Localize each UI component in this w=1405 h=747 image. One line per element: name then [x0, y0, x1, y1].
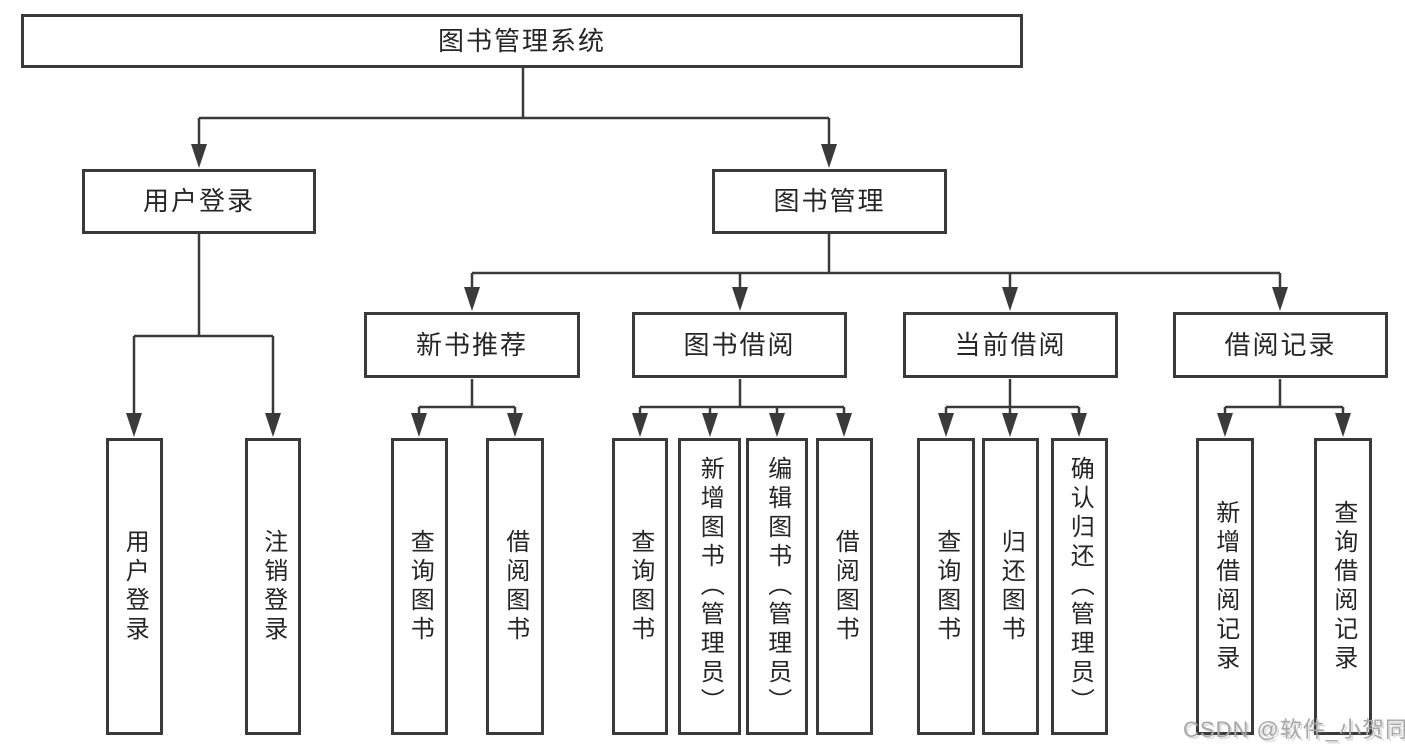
leaf-label: 查询借阅记录: [1329, 499, 1357, 674]
leaf-label: 编辑图书（管理员）: [763, 456, 791, 717]
leaf-query-books-current: 查询图书: [917, 438, 975, 735]
leaf-logout: 注销登录: [245, 438, 301, 735]
leaf-label: 借阅图书: [831, 528, 859, 645]
node-root-system: 图书管理系统: [21, 14, 1023, 68]
node-book-management: 图书管理: [712, 169, 947, 234]
leaf-edit-book-admin: 编辑图书（管理员）: [746, 438, 808, 735]
leaf-label: 查询图书: [626, 528, 654, 645]
leaf-label: 新增借阅记录: [1211, 499, 1239, 674]
arrowheads: [126, 144, 1351, 437]
leaf-add-borrow-record: 新增借阅记录: [1196, 438, 1254, 735]
node-borrow-records: 借阅记录: [1173, 312, 1388, 378]
node-current-borrow: 当前借阅: [903, 312, 1118, 378]
leaf-label: 确认归还（管理员）: [1066, 456, 1094, 717]
leaf-query-books-recommend: 查询图书: [391, 438, 448, 735]
node-user-login: 用户登录: [82, 169, 316, 234]
node-new-book-recommend: 新书推荐: [364, 312, 580, 378]
csdn-watermark: CSDN @软件_小贺同学: [1183, 717, 1405, 742]
leaf-query-books-borrow: 查询图书: [612, 438, 668, 735]
leaf-label: 借阅图书: [501, 528, 529, 645]
leaf-label: 归还图书: [997, 528, 1025, 645]
leaf-label: 查询图书: [932, 528, 960, 645]
leaf-label: 新增图书（管理员）: [696, 456, 724, 717]
leaf-borrow-books-recommend: 借阅图书: [486, 438, 544, 735]
leaf-return-book: 归还图书: [982, 438, 1039, 735]
leaf-label: 查询图书: [406, 528, 434, 645]
leaf-label: 注销登录: [259, 528, 287, 645]
leaf-user-login: 用户登录: [106, 438, 163, 735]
leaf-add-book-admin: 新增图书（管理员）: [678, 438, 741, 735]
leaf-query-borrow-record: 查询借阅记录: [1314, 438, 1372, 735]
leaf-label: 用户登录: [121, 528, 149, 645]
leaf-confirm-return-admin: 确认归还（管理员）: [1051, 438, 1108, 735]
node-book-borrow: 图书借阅: [632, 312, 847, 378]
leaf-borrow-books: 借阅图书: [816, 438, 873, 735]
